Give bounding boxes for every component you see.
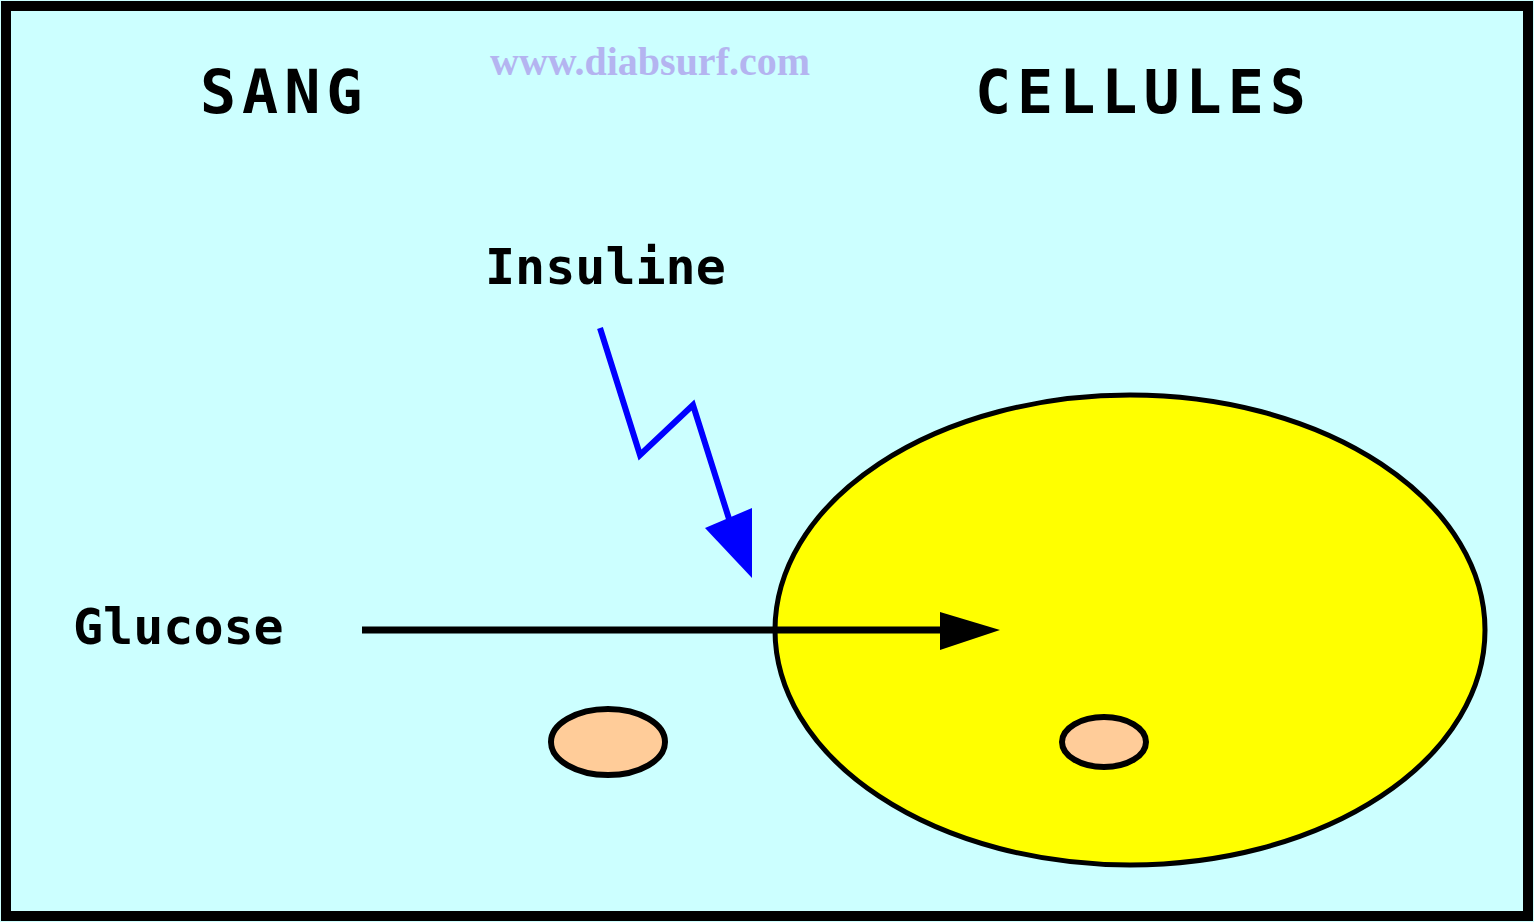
insulin-arrow-head: [705, 508, 752, 578]
molecule-label: Glucose: [73, 602, 284, 652]
blood-particle: [551, 709, 665, 775]
glucose-arrow-head: [940, 612, 1000, 650]
hormone-label: Insuline: [485, 242, 726, 292]
frame-border: [6, 6, 1528, 916]
insulin-lightning: [600, 328, 730, 522]
cell-particle: [1062, 717, 1146, 767]
watermark: www.diabsurf.com: [490, 42, 810, 82]
glucose-arrow-line: [362, 627, 950, 634]
region-label: CELLULES: [975, 62, 1312, 122]
region-label: SANG: [200, 62, 369, 122]
